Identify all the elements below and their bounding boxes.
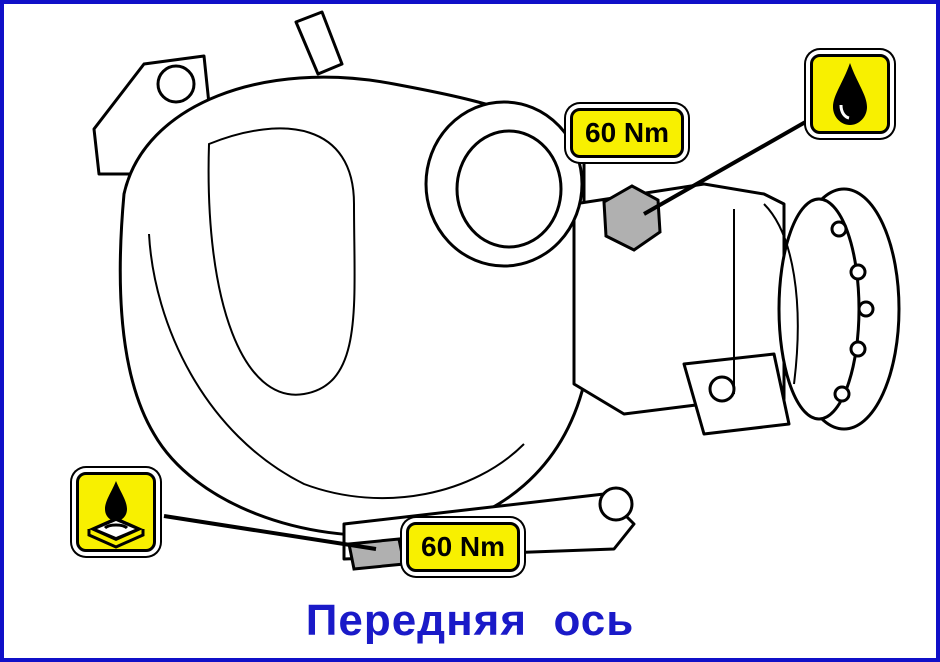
flange-hole-1 — [849, 263, 867, 281]
flange-hole-2 — [857, 300, 875, 318]
flange-line — [763, 203, 799, 385]
cover-rim — [148, 233, 525, 500]
torque-label-bottom: 60 Nm — [406, 522, 521, 572]
lower-mount — [682, 352, 791, 436]
diagram-caption: Передняя ось — [305, 596, 635, 645]
flange-hole-3 — [849, 340, 867, 358]
front-axle-drawing — [92, 10, 901, 571]
lower-bolt — [598, 486, 634, 522]
sealant-drop-icon — [76, 472, 156, 552]
leader-line-bottom — [163, 514, 377, 551]
input-port-inner — [455, 129, 563, 249]
flange-hub — [777, 197, 861, 421]
breather-tube — [294, 10, 344, 76]
filler-plug — [602, 184, 662, 252]
bracket-bolt — [156, 64, 196, 104]
drain-plug — [347, 537, 406, 571]
leader-line-top — [643, 114, 817, 216]
torque-label-top: 60 Nm — [570, 108, 685, 158]
flange-hole-4 — [833, 385, 851, 403]
mount-hole — [708, 375, 736, 403]
cover-contour — [207, 127, 356, 396]
oil-drop-icon — [810, 54, 890, 134]
flange-hole-5 — [830, 220, 848, 238]
